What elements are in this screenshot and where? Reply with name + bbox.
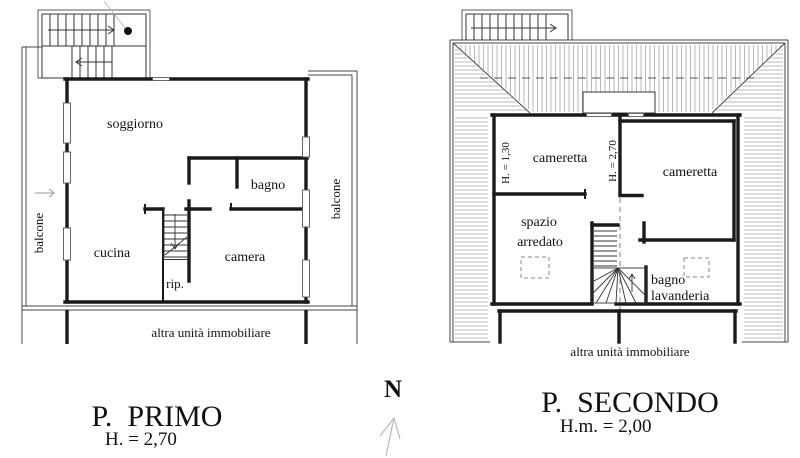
label-altra-unita-primo: altra unità immobiliare (151, 325, 270, 340)
winder-fan (591, 267, 647, 304)
leader-line (103, 0, 126, 29)
title-primo: P. PRIMO (92, 400, 223, 433)
label-bagno-secondo: bagno (651, 273, 685, 288)
label-cameretta-right: cameretta (663, 165, 718, 180)
height-note-secondo: H.m. = 2,00 (560, 416, 651, 437)
label-soggiorno: soggiorno (107, 117, 163, 132)
balcony-right (308, 70, 358, 344)
plan-titles: P. PRIMO H. = 2,70 P. SECONDO H.m. = 2,0… (92, 386, 719, 450)
north-arrow-icon (379, 417, 401, 457)
lower-unit-secondo (497, 309, 738, 344)
label-arredato: arredato (517, 235, 563, 250)
dormer (582, 91, 656, 114)
title-secondo: P. SECONDO (541, 386, 719, 419)
north-compass: N (379, 376, 402, 457)
windows-primo (63, 102, 310, 298)
label-camera: camera (225, 250, 266, 265)
stair-direction-arrow-lower (75, 57, 112, 67)
plan-secondo: cameretta cameretta spazio arredato bagn… (449, 9, 789, 359)
external-stair-secondo (461, 9, 573, 41)
stair-down-arrow (170, 214, 180, 250)
internal-stair-secondo (591, 230, 647, 304)
label-spazio: spazio (521, 215, 557, 230)
label-h130: H. = 1,30 (500, 142, 512, 184)
height-note-primo: H. = 2,70 (105, 429, 177, 450)
label-balcone-right: balcone (328, 179, 343, 220)
walls-primo (63, 77, 310, 304)
plan-primo: soggiorno bagno cucina camera rip. balco… (21, 0, 358, 344)
wall-details-primo (144, 203, 232, 302)
stair-direction-arrow-up (48, 25, 115, 35)
stair-treads (473, 14, 547, 40)
internal-stair-primo (163, 209, 188, 260)
label-bagno: bagno (251, 178, 285, 193)
lower-unit-primo (22, 305, 357, 344)
window-top (151, 76, 171, 82)
label-cucina: cucina (94, 246, 131, 261)
entrance-arrow (35, 188, 55, 198)
north-label: N (384, 376, 402, 403)
label-altra-unita-secondo: altra unità immobiliare (570, 344, 689, 359)
stair-direction-arrow (471, 23, 557, 33)
roof-hatch (455, 45, 783, 340)
skylights (520, 256, 710, 279)
balcony-left (21, 46, 42, 344)
stair-up-arrow (628, 273, 636, 292)
label-rip: rip. (166, 276, 184, 291)
label-h270: H. = 2,70 (607, 140, 619, 182)
roof (449, 39, 789, 343)
landing-dot (124, 27, 132, 35)
external-stair-primo (37, 9, 151, 79)
label-lavanderia: lavanderia (651, 289, 710, 304)
label-cameretta-left: cameretta (533, 151, 588, 166)
windows-secondo (585, 112, 645, 118)
label-balcone-left: balcone (31, 213, 46, 254)
